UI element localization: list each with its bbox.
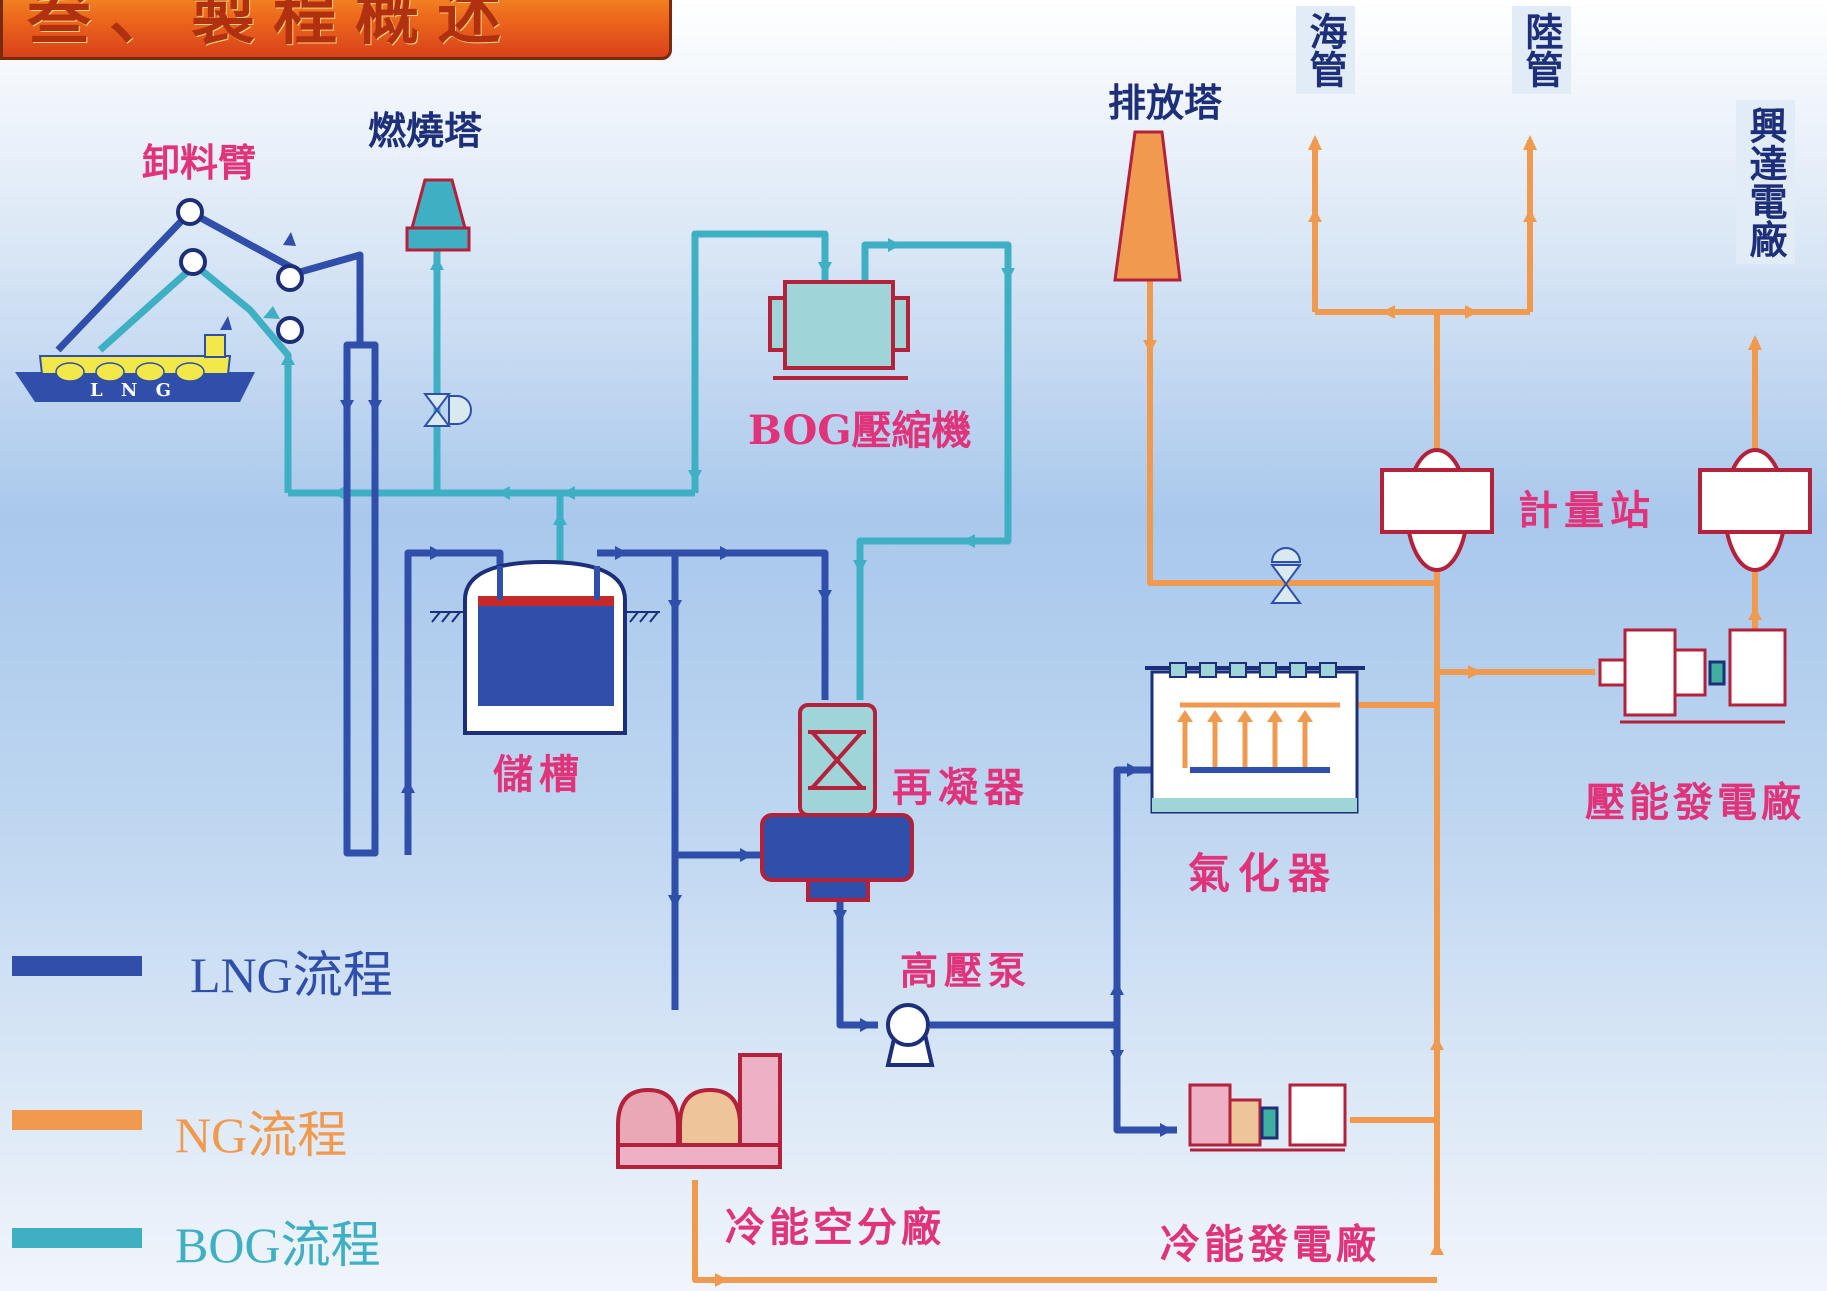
arm-joints (176, 198, 304, 344)
bog-arrows (263, 238, 1015, 573)
legend-ng-label: NG流程 (175, 1107, 348, 1163)
pressure-energy-power-plant (1598, 628, 1787, 724)
metering-station-main (1380, 448, 1494, 572)
legend-bog-label: BOG流程 (175, 1217, 381, 1273)
label-recondenser: 再凝器 (892, 764, 1030, 811)
label-cold-energy-air-separation: 冷能空分廠 (725, 1204, 945, 1251)
legend-ng-swatch (12, 1110, 142, 1130)
label-storage-tank: 儲槽 (493, 751, 585, 798)
page-title: 叁、製程概述 (27, 0, 519, 54)
vaporizer (1145, 662, 1365, 814)
label-land-pipe: 陸管 (1512, 6, 1571, 94)
legend-lng-swatch (12, 956, 142, 976)
storage-tank (430, 559, 660, 735)
label-cold-energy-power-plant: 冷能發電廠 (1160, 1221, 1380, 1268)
label-metering-station: 計量站 (1518, 487, 1656, 534)
label-high-pressure-pump: 高壓泵 (900, 948, 1033, 993)
label-unloading-arm: 卸料臂 (142, 140, 257, 185)
legend-lng-label: LNG流程 (190, 947, 393, 1003)
ship-lng-text: L N G (90, 380, 178, 401)
recondenser (760, 703, 914, 902)
lng-ship (15, 316, 255, 402)
bog-compressor (768, 280, 910, 380)
air-separation-plant (616, 1053, 782, 1169)
label-bog-compressor: BOG壓縮機 (748, 407, 972, 454)
label-hsingta-plant: 興達電廠 (1736, 100, 1795, 264)
flare-tower (405, 178, 471, 252)
label-flare-tower: 燃燒塔 (368, 108, 483, 153)
vent-stack (1113, 130, 1182, 282)
label-vaporizer: 氣化器 (1188, 849, 1339, 898)
flare-valve (423, 393, 472, 427)
label-pressure-energy-power-plant: 壓能發電廠 (1585, 779, 1805, 826)
high-pressure-pump (885, 1003, 935, 1067)
legend-bog-swatch (12, 1228, 142, 1248)
title-banner: 叁、製程概述 (0, 0, 672, 60)
ng-arrows (715, 135, 1762, 1287)
metering-station-hsingta (1698, 448, 1812, 572)
vent-valve (1270, 547, 1302, 604)
label-vent-stack: 排放塔 (1108, 80, 1223, 125)
ng-pipes (692, 140, 1758, 1283)
legend-swatches (12, 956, 142, 1248)
label-sea-pipe: 海管 (1296, 6, 1355, 94)
lng-arrows (283, 232, 1173, 1137)
cold-energy-power-plant (1188, 1083, 1347, 1152)
